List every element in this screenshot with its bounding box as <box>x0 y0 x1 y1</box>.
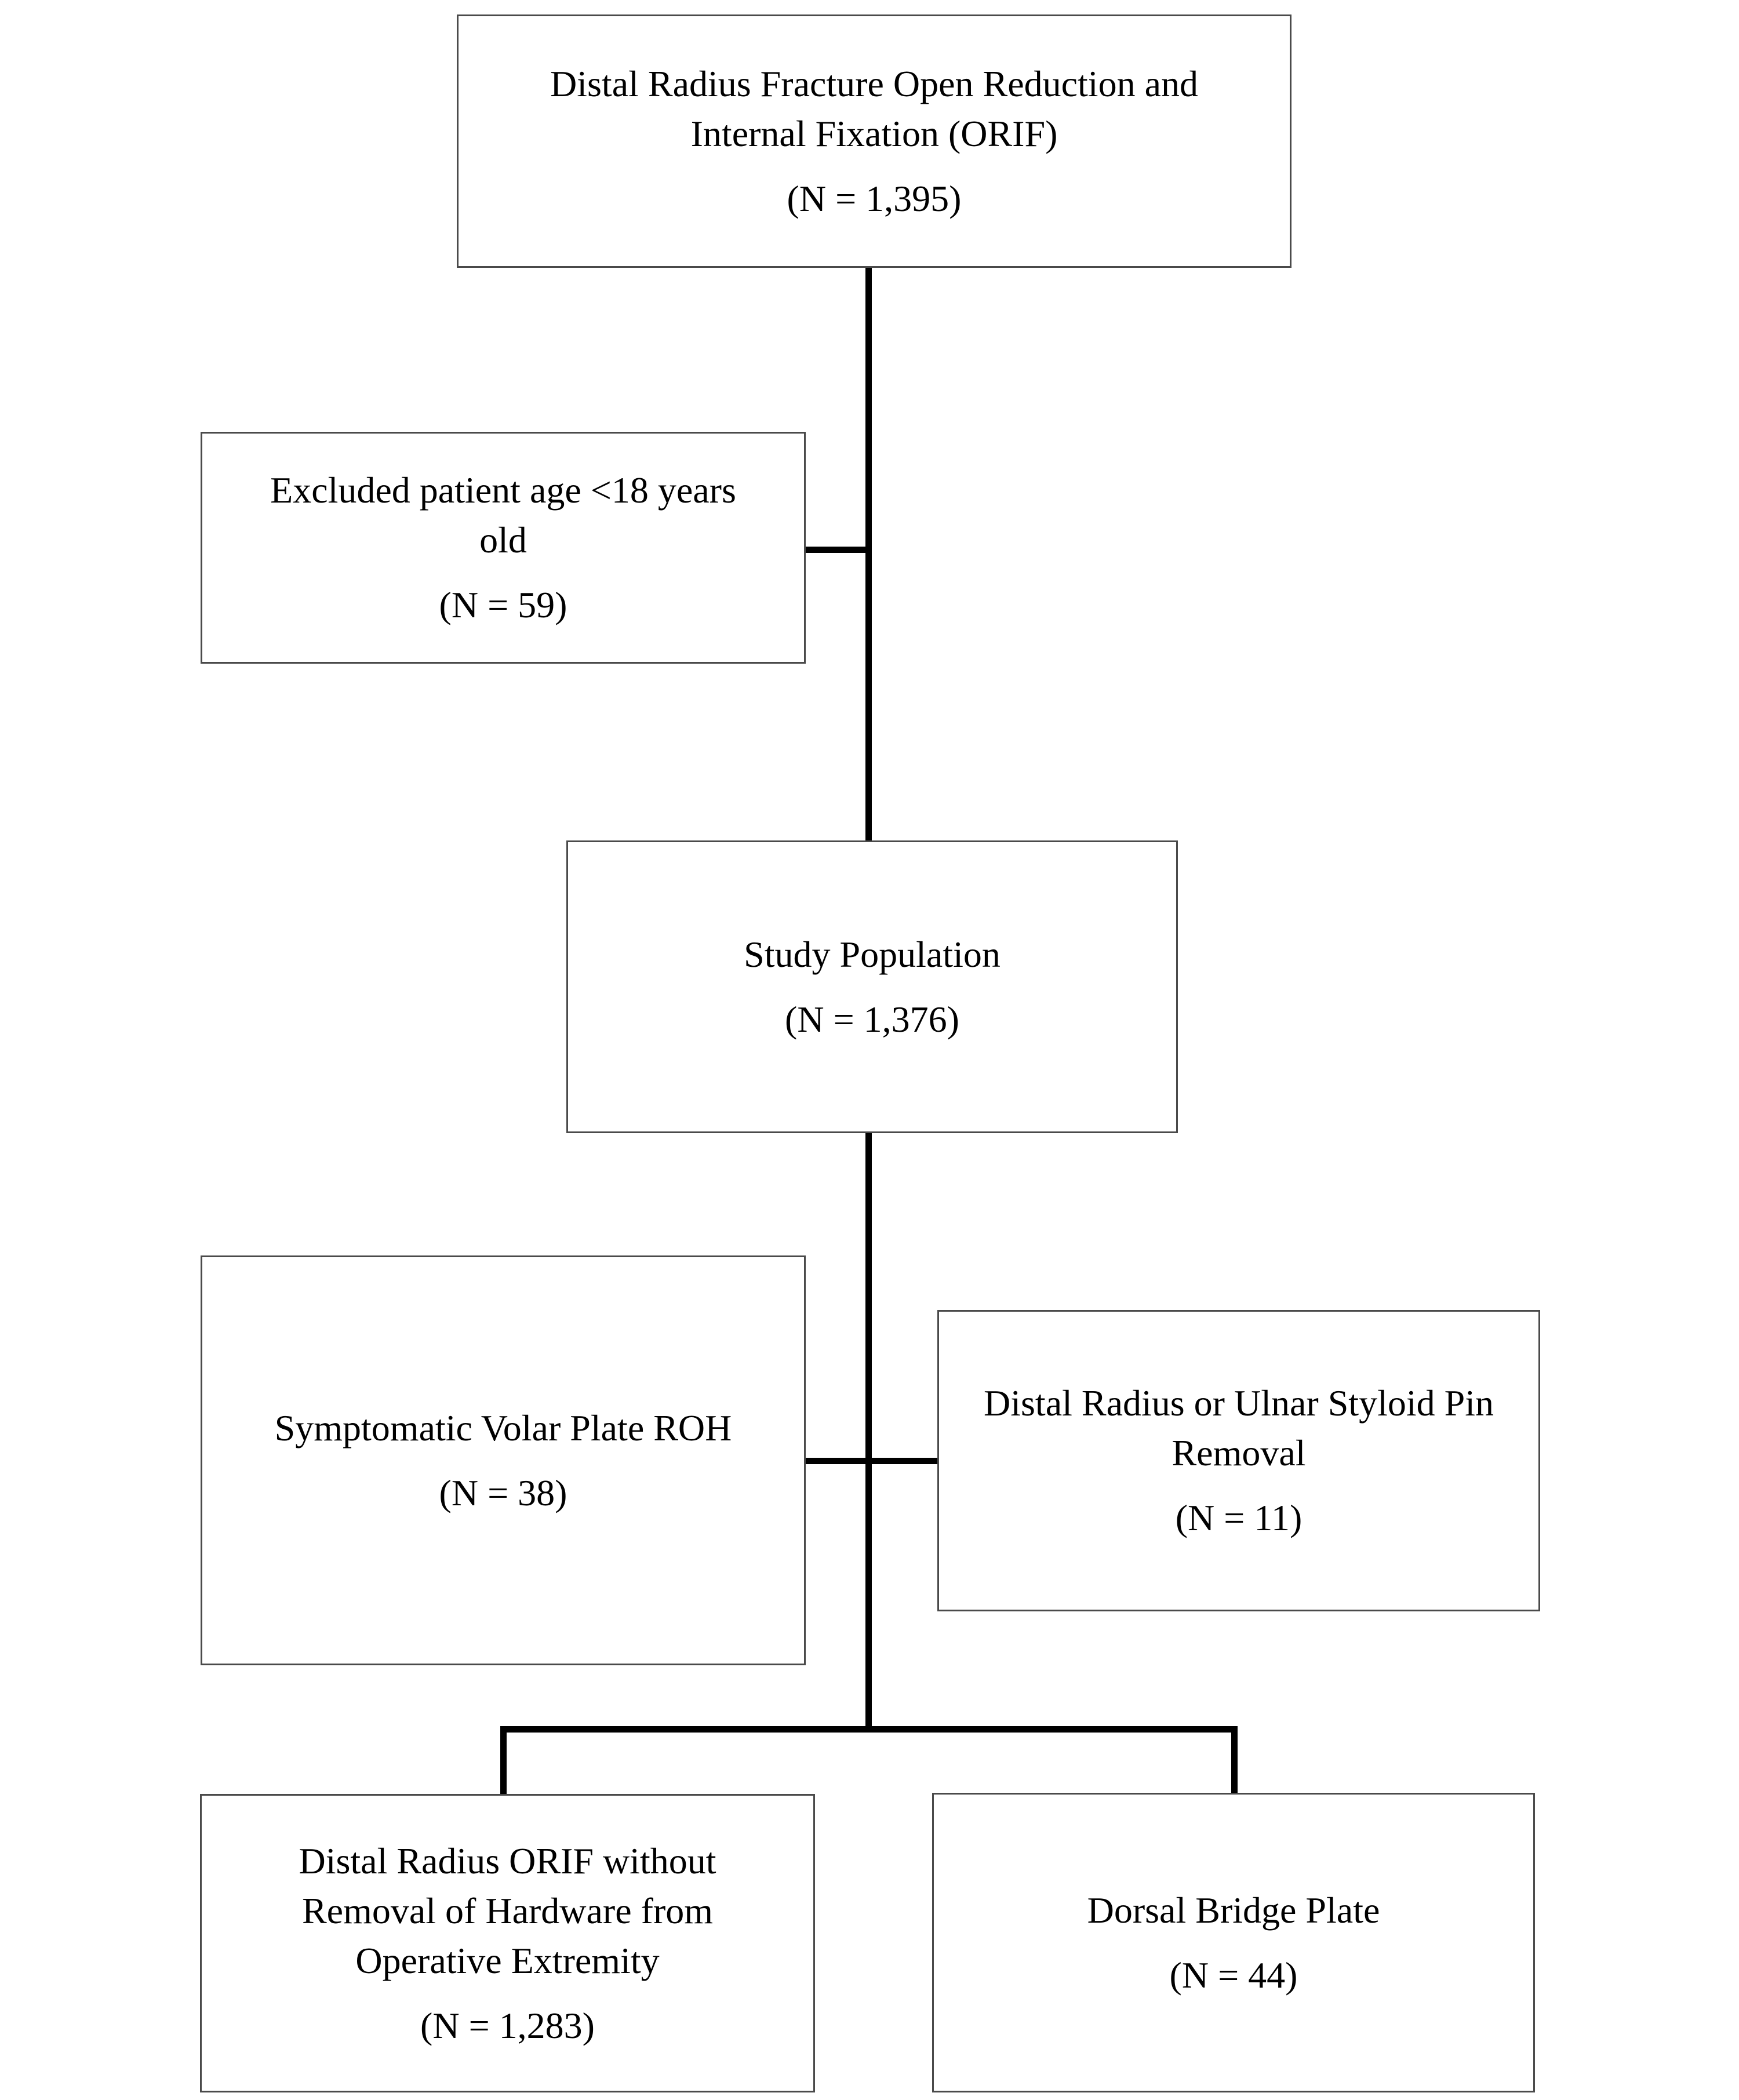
node-count: (N = 44) <box>1169 1954 1298 1996</box>
node-title: Distal Radius Fracture Open Reduction an… <box>550 63 1198 154</box>
node-pin-removal: Distal Radius or Ulnar Styloid Pin Remov… <box>937 1310 1540 1611</box>
node-orif-without-roh: Distal Radius ORIF without Removal of Ha… <box>200 1794 815 2092</box>
connector-study-to-split <box>865 1132 872 1733</box>
node-excluded-age: Excluded patient age <18 years old (N = … <box>201 432 806 664</box>
node-count: (N = 11) <box>1175 1497 1303 1538</box>
node-count: (N = 1,376) <box>785 998 959 1040</box>
connector-exclusion-cross <box>805 1458 938 1464</box>
node-title: Excluded patient age <18 years old <box>270 470 736 561</box>
node-title: Study Population <box>744 933 1001 975</box>
node-count: (N = 1,283) <box>420 2004 595 2046</box>
node-title: Dorsal Bridge Plate <box>1087 1889 1380 1931</box>
node-orif-total: Distal Radius Fracture Open Reduction an… <box>457 14 1291 268</box>
connector-excluded-branch <box>805 547 870 553</box>
node-title: Symptomatic Volar Plate ROH <box>274 1407 732 1448</box>
node-title: Distal Radius ORIF without Removal of Ha… <box>299 1840 716 1981</box>
node-volar-plate-roh: Symptomatic Volar Plate ROH (N = 38) <box>201 1255 806 1665</box>
node-count: (N = 59) <box>439 584 567 625</box>
node-dorsal-bridge-plate: Dorsal Bridge Plate (N = 44) <box>932 1793 1535 2092</box>
connector-split-right-drop <box>1231 1726 1238 1794</box>
node-title: Distal Radius or Ulnar Styloid Pin Remov… <box>984 1382 1494 1473</box>
connector-split-horizontal <box>500 1726 1238 1733</box>
node-count: (N = 38) <box>439 1472 567 1513</box>
node-study-population: Study Population (N = 1,376) <box>566 840 1178 1133</box>
connector-split-left-drop <box>500 1726 507 1795</box>
connector-orif-to-study <box>865 266 872 842</box>
node-count: (N = 1,395) <box>787 177 962 219</box>
